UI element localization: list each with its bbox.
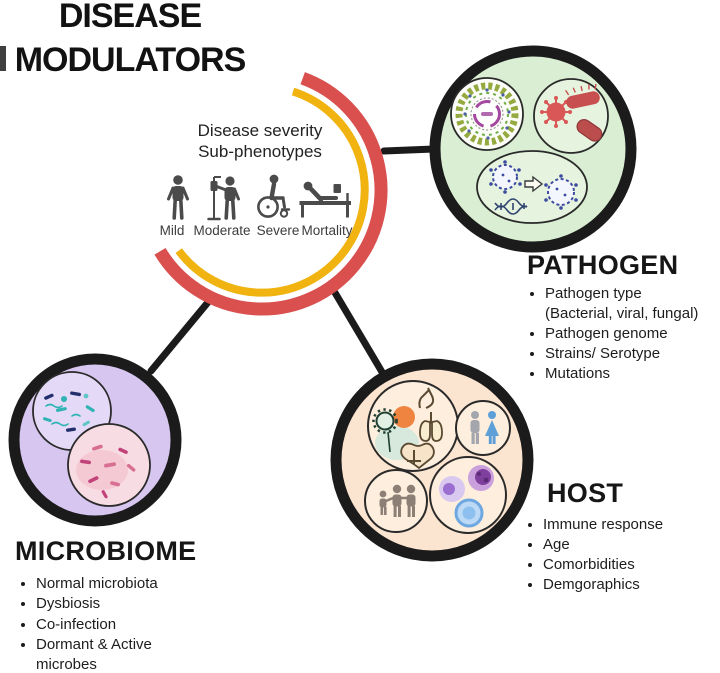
- list-item: Co-infection: [36, 615, 197, 635]
- list-item: Strains/ Serotype: [545, 344, 698, 364]
- arc-yellow: [175, 87, 369, 297]
- connector-lines: [147, 145, 438, 376]
- pathogen-heading: PATHOGEN: [527, 250, 679, 280]
- list-item: Immune response: [543, 515, 663, 535]
- microbiome-block: MICROBIOME Normal microbiota Dysbiosis C…: [15, 536, 197, 673]
- pathogen-list: Pathogen type (Bacterial, viral, fungal)…: [527, 284, 698, 384]
- list-item: Mutations: [545, 364, 698, 384]
- severity-caption-mortality: Mortality: [301, 223, 353, 238]
- arc-red: [154, 72, 388, 316]
- severity-label-line2: Sub-phenotypes: [198, 142, 322, 161]
- list-item: Pathogen genome: [545, 324, 698, 344]
- severity-caption-severe: Severe: [256, 223, 300, 238]
- immune-cells-icon: [429, 456, 507, 534]
- standing-person-icon: [167, 175, 189, 220]
- virus-and-bacteria-icon: [533, 78, 609, 154]
- list-item: Age: [543, 535, 663, 555]
- iv-drip-patient-icon: [207, 176, 240, 221]
- cropped-edge-artifact: [0, 46, 6, 71]
- page-title: DISEASE MODULATORS: [4, 0, 256, 82]
- microbiome-heading: MICROBIOME: [15, 536, 197, 566]
- list-item: Dormant & Active microbes: [36, 635, 197, 673]
- list-item-subline: (Bacterial, viral, fungal): [545, 305, 699, 322]
- list-item: Comorbidities: [543, 555, 663, 575]
- severity-label-line1: Disease severity: [197, 121, 323, 140]
- list-item-subline: microbes: [36, 656, 97, 673]
- severity-caption-mild: Mild: [159, 223, 185, 238]
- microbiome-list: Normal microbiota Dysbiosis Co-infection…: [18, 574, 197, 673]
- host-list: Immune response Age Comorbidities Demgor…: [525, 515, 663, 595]
- pathogen-circle: [429, 45, 637, 253]
- male-female-icon: [455, 400, 511, 456]
- organs-icon: [367, 380, 459, 472]
- host-circle: [330, 358, 534, 562]
- severity-caption-moderate: Moderate: [193, 223, 251, 238]
- microbiome-circle: [8, 353, 182, 527]
- title-line2: MODULATORS: [14, 41, 247, 79]
- severity-icons: [167, 174, 351, 221]
- hospital-bed-patient-icon: [299, 181, 351, 218]
- list-item: Demgoraphics: [543, 575, 663, 595]
- host-heading: HOST: [547, 478, 624, 508]
- dna-helix-icon: [494, 198, 528, 215]
- host-block: HOST Immune response Age Comorbidities D…: [543, 478, 663, 595]
- virus-mutation-icon: [476, 150, 588, 224]
- list-item: Dysbiosis: [36, 594, 197, 614]
- connector-host: [330, 287, 386, 376]
- dysbiosis-bacteria-icon: [67, 423, 151, 507]
- severity-arc: [154, 72, 388, 316]
- pathogen-block: PATHOGEN Pathogen type (Bacterial, viral…: [527, 250, 698, 384]
- genome-map-icon: [450, 77, 524, 151]
- wheelchair-patient-icon: [257, 174, 291, 218]
- severity-label: Disease severity Sub-phenotypes: [178, 120, 342, 162]
- connector-microbiome: [147, 297, 213, 375]
- connector-pathogen: [380, 145, 438, 155]
- list-item: Normal microbiota: [36, 574, 197, 594]
- title-line1: DISEASE: [58, 0, 202, 35]
- list-item: Pathogen type (Bacterial, viral, fungal): [545, 284, 698, 324]
- family-icon: [364, 469, 428, 533]
